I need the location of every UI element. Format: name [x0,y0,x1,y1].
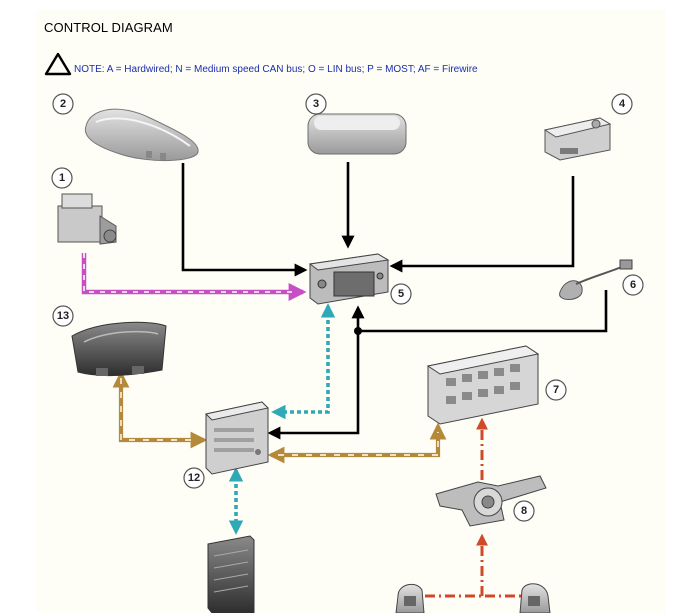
component-7-junction-box [426,345,540,425]
component-1-connector [57,193,117,245]
wire-2-to-5 [181,163,308,277]
wire-4-to-5 [389,176,575,273]
component-12-control-module [204,401,270,475]
callout-label: 5 [398,288,404,300]
callout-label: 6 [630,279,636,291]
callout-label: 1 [59,172,65,184]
warning-triangle-icon [44,52,72,76]
component-5-head-unit [308,253,390,305]
callout-12: 12 [183,467,205,489]
callout-3: 3 [305,93,327,115]
page-title: CONTROL DIAGRAM [44,20,173,35]
callout-4: 4 [611,93,633,115]
callout-label: 3 [313,98,319,110]
most-connections [425,417,522,598]
diagram-background [36,10,666,613]
note-row: NOTE: A = Hardwired; N = Medium speed CA… [44,52,478,76]
callout-label: 13 [57,310,69,322]
component-bottom-switch-left [395,583,425,613]
lin-connections [228,303,336,535]
callout-label: 4 [619,98,626,110]
callout-label: 2 [60,98,66,110]
wire-junction-node [354,327,362,335]
callout-7: 7 [545,379,567,401]
component-3-module [307,113,407,155]
callout-label: 7 [553,384,559,396]
note-text: NOTE: A = Hardwired; N = Medium speed CA… [74,64,478,75]
component-6-sensor [559,259,633,300]
callout-label: 12 [188,472,200,484]
component-2-antenna [84,108,199,161]
callout-2: 2 [52,93,74,115]
wire-junction-to-12 [267,331,360,440]
component-13-cluster [71,321,167,377]
can-connections [112,370,447,464]
wire-6-trunk [358,290,608,333]
callout-1: 1 [51,167,73,189]
component-bottom-switch-right [519,583,551,613]
callout-label: 8 [521,505,527,517]
callout-13: 13 [52,305,74,327]
component-bottom-ecu [207,535,255,613]
component-8-column-switch [435,475,547,527]
callout-5: 5 [390,283,412,305]
callout-6: 6 [622,274,644,296]
firewire-connection [81,253,307,301]
callout-8: 8 [513,500,535,522]
component-4-module [543,117,612,161]
